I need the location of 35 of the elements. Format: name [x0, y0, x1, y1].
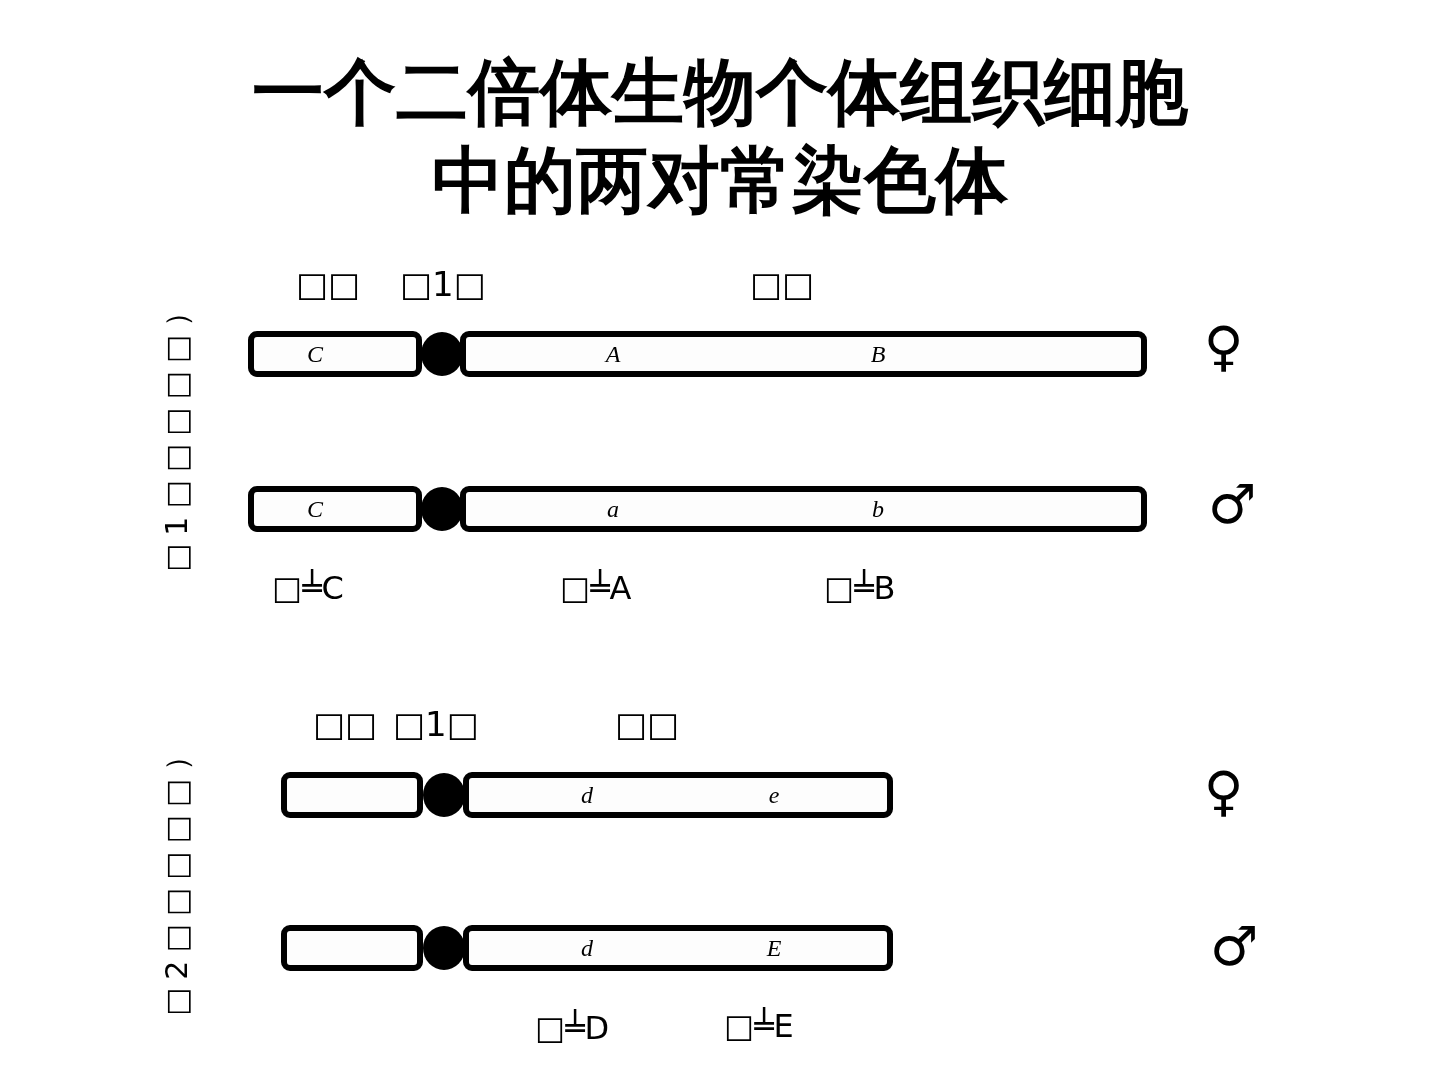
chromosome-arm — [281, 925, 423, 971]
sex-symbol: ♀ — [1204, 320, 1244, 374]
chromosome-arm — [248, 331, 422, 377]
gene-label: e — [768, 781, 780, 809]
sex-symbol: ♀ — [1204, 765, 1244, 819]
title: 一个二倍体生物个体组织细胞中的两对常染色体 — [251, 49, 1189, 224]
centromere-circle — [423, 926, 465, 970]
gene-label: C — [307, 495, 323, 523]
sex-symbol: ♂ — [1210, 920, 1259, 974]
centromere-circle — [423, 773, 465, 817]
gene-label: C — [307, 340, 323, 368]
chromosome-label: □1□ — [400, 267, 486, 301]
pair-label: □2□□□□□） — [162, 732, 192, 1016]
gene-label: A — [605, 340, 621, 368]
gene-label: B — [870, 340, 886, 368]
centromere-circle — [421, 332, 463, 376]
chromosome-label: □□ — [313, 707, 378, 741]
gene-label: b — [872, 495, 884, 523]
chromosome-label: □□ — [750, 267, 815, 301]
pair-label: □1□□□□□） — [162, 288, 192, 572]
chromosome-arm — [463, 772, 893, 818]
chromosome-label: □1□ — [393, 707, 479, 741]
sex-symbol: ♂ — [1208, 478, 1257, 532]
gene-label: a — [607, 495, 619, 523]
chromosome-arm — [460, 331, 1147, 377]
chromosome-label: □□ — [296, 267, 361, 301]
chromosome-arm — [463, 925, 893, 971]
chromosome-label: □□ — [615, 707, 680, 741]
centromere-circle — [421, 487, 463, 531]
chromosome-arm — [281, 772, 423, 818]
chromosome-arm — [248, 486, 422, 532]
chromosome-arm — [460, 486, 1147, 532]
gene-label: E — [766, 934, 782, 962]
gene-label: d — [581, 781, 593, 809]
gene-label: d — [581, 934, 593, 962]
